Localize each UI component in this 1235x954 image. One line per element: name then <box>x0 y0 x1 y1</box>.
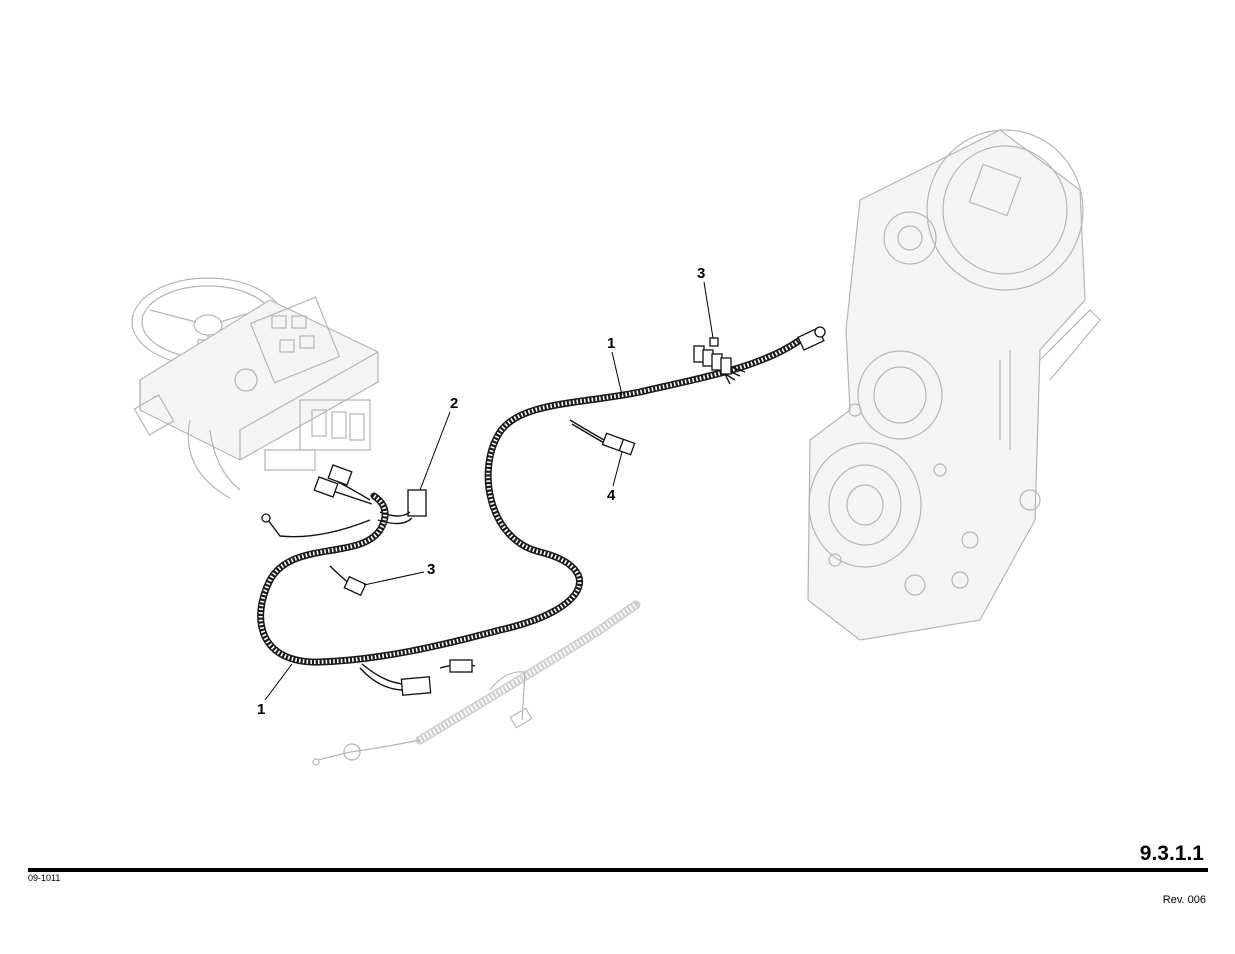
dash-connectors <box>262 465 426 537</box>
doc-code: 09-1011 <box>28 873 60 883</box>
callout-3-upper: 3 <box>697 265 713 338</box>
callout-label: 3 <box>427 561 435 578</box>
callout-4: 4 <box>607 452 622 504</box>
footer-rule <box>28 868 1208 872</box>
callout-2: 2 <box>420 395 458 490</box>
revision-label: Rev. 006 <box>1163 894 1206 906</box>
callout-label: 1 <box>257 701 265 718</box>
callout-label: 3 <box>697 265 705 282</box>
callout-3-lower: 3 <box>364 561 435 585</box>
connector-branch-3-lower <box>330 566 366 595</box>
callout-label: 1 <box>607 335 615 352</box>
callout-1-lower: 1 <box>257 664 292 718</box>
callout-label: 4 <box>607 487 616 504</box>
transmission-ghost <box>808 130 1100 640</box>
page-number: 9.3.1.1 <box>1140 842 1204 866</box>
callout-label: 2 <box>450 395 458 412</box>
steering-console-ghost <box>132 278 378 498</box>
secondary-harness-ghost <box>313 605 636 765</box>
connector-branch-4 <box>570 420 635 455</box>
callout-1-upper: 1 <box>607 335 622 395</box>
lower-branch-plug <box>360 660 475 695</box>
